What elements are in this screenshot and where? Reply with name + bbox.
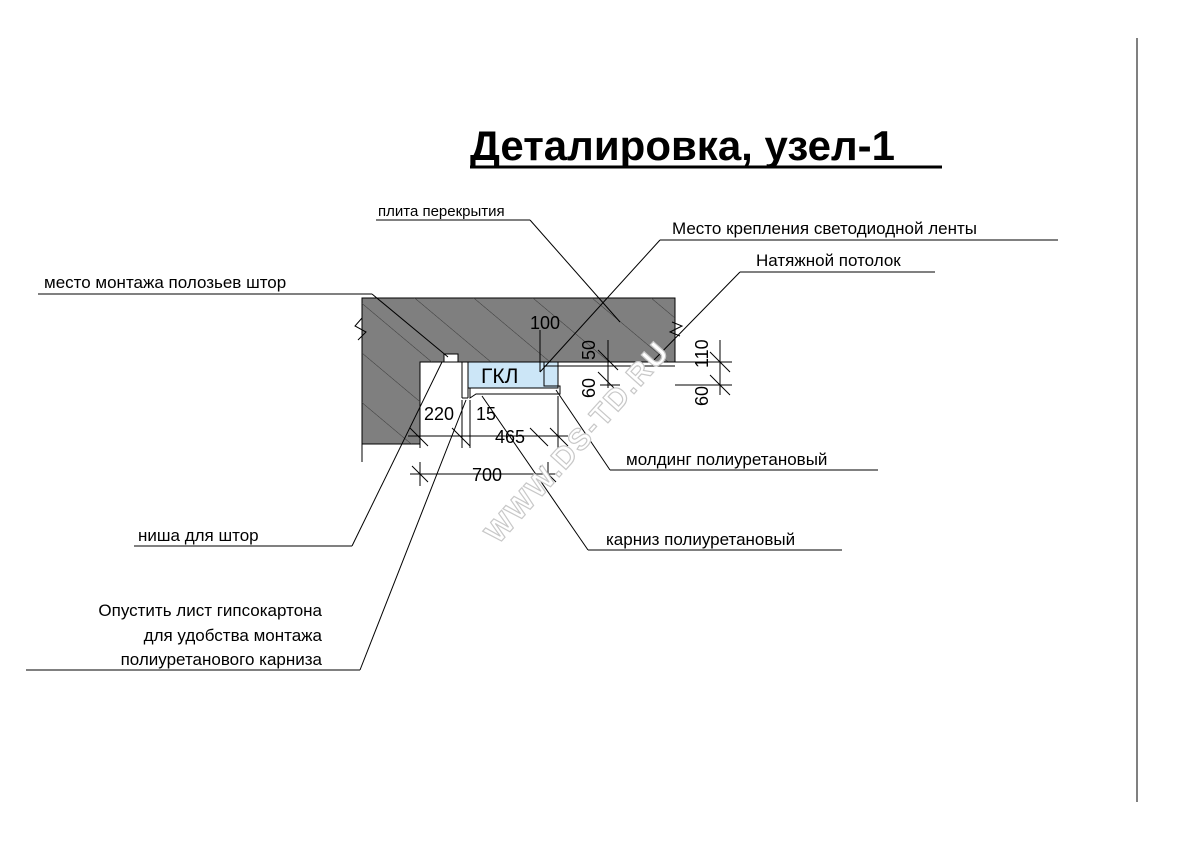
- dim-50: 50: [579, 340, 599, 360]
- dim-15: 15: [476, 404, 496, 424]
- dim-60-b: 60: [692, 386, 712, 406]
- drywall-sheet: [461, 362, 469, 399]
- dim-220: 220: [424, 404, 454, 424]
- label-cornice: карниз полиуретановый: [606, 530, 795, 549]
- page-title: Деталировка, узел-1: [470, 122, 895, 169]
- gkl-box: [467, 361, 559, 389]
- dim-110: 110: [692, 339, 712, 368]
- leaders: [26, 219, 1058, 671]
- label-led-mount: Место крепления светодиодной ленты: [672, 219, 977, 238]
- dimension-lines: [408, 330, 732, 486]
- gkl-label: ГКЛ: [481, 365, 518, 388]
- label-niche: ниша для штор: [138, 526, 259, 545]
- break-mark-right: [668, 321, 684, 337]
- molding-profile: [469, 372, 561, 399]
- break-mark-left: [354, 317, 367, 341]
- curtain-rail-mount: [443, 353, 459, 363]
- label-drywall-line-2: для удобства монтажа: [144, 626, 323, 645]
- label-stretch-ceiling: Натяжной потолок: [756, 251, 901, 270]
- dim-700: 700: [472, 465, 502, 485]
- dim-100: 100: [530, 313, 560, 333]
- dim-60-a: 60: [579, 378, 599, 398]
- label-drywall-line-1: Опустить лист гипсокартона: [98, 601, 322, 620]
- label-molding: молдинг полиуретановый: [626, 450, 827, 469]
- label-drywall-line-3: полиуретанового карниза: [121, 650, 323, 669]
- label-slab: плита перекрытия: [378, 203, 505, 220]
- label-curtain-rail: место монтажа полозьев штор: [44, 273, 286, 292]
